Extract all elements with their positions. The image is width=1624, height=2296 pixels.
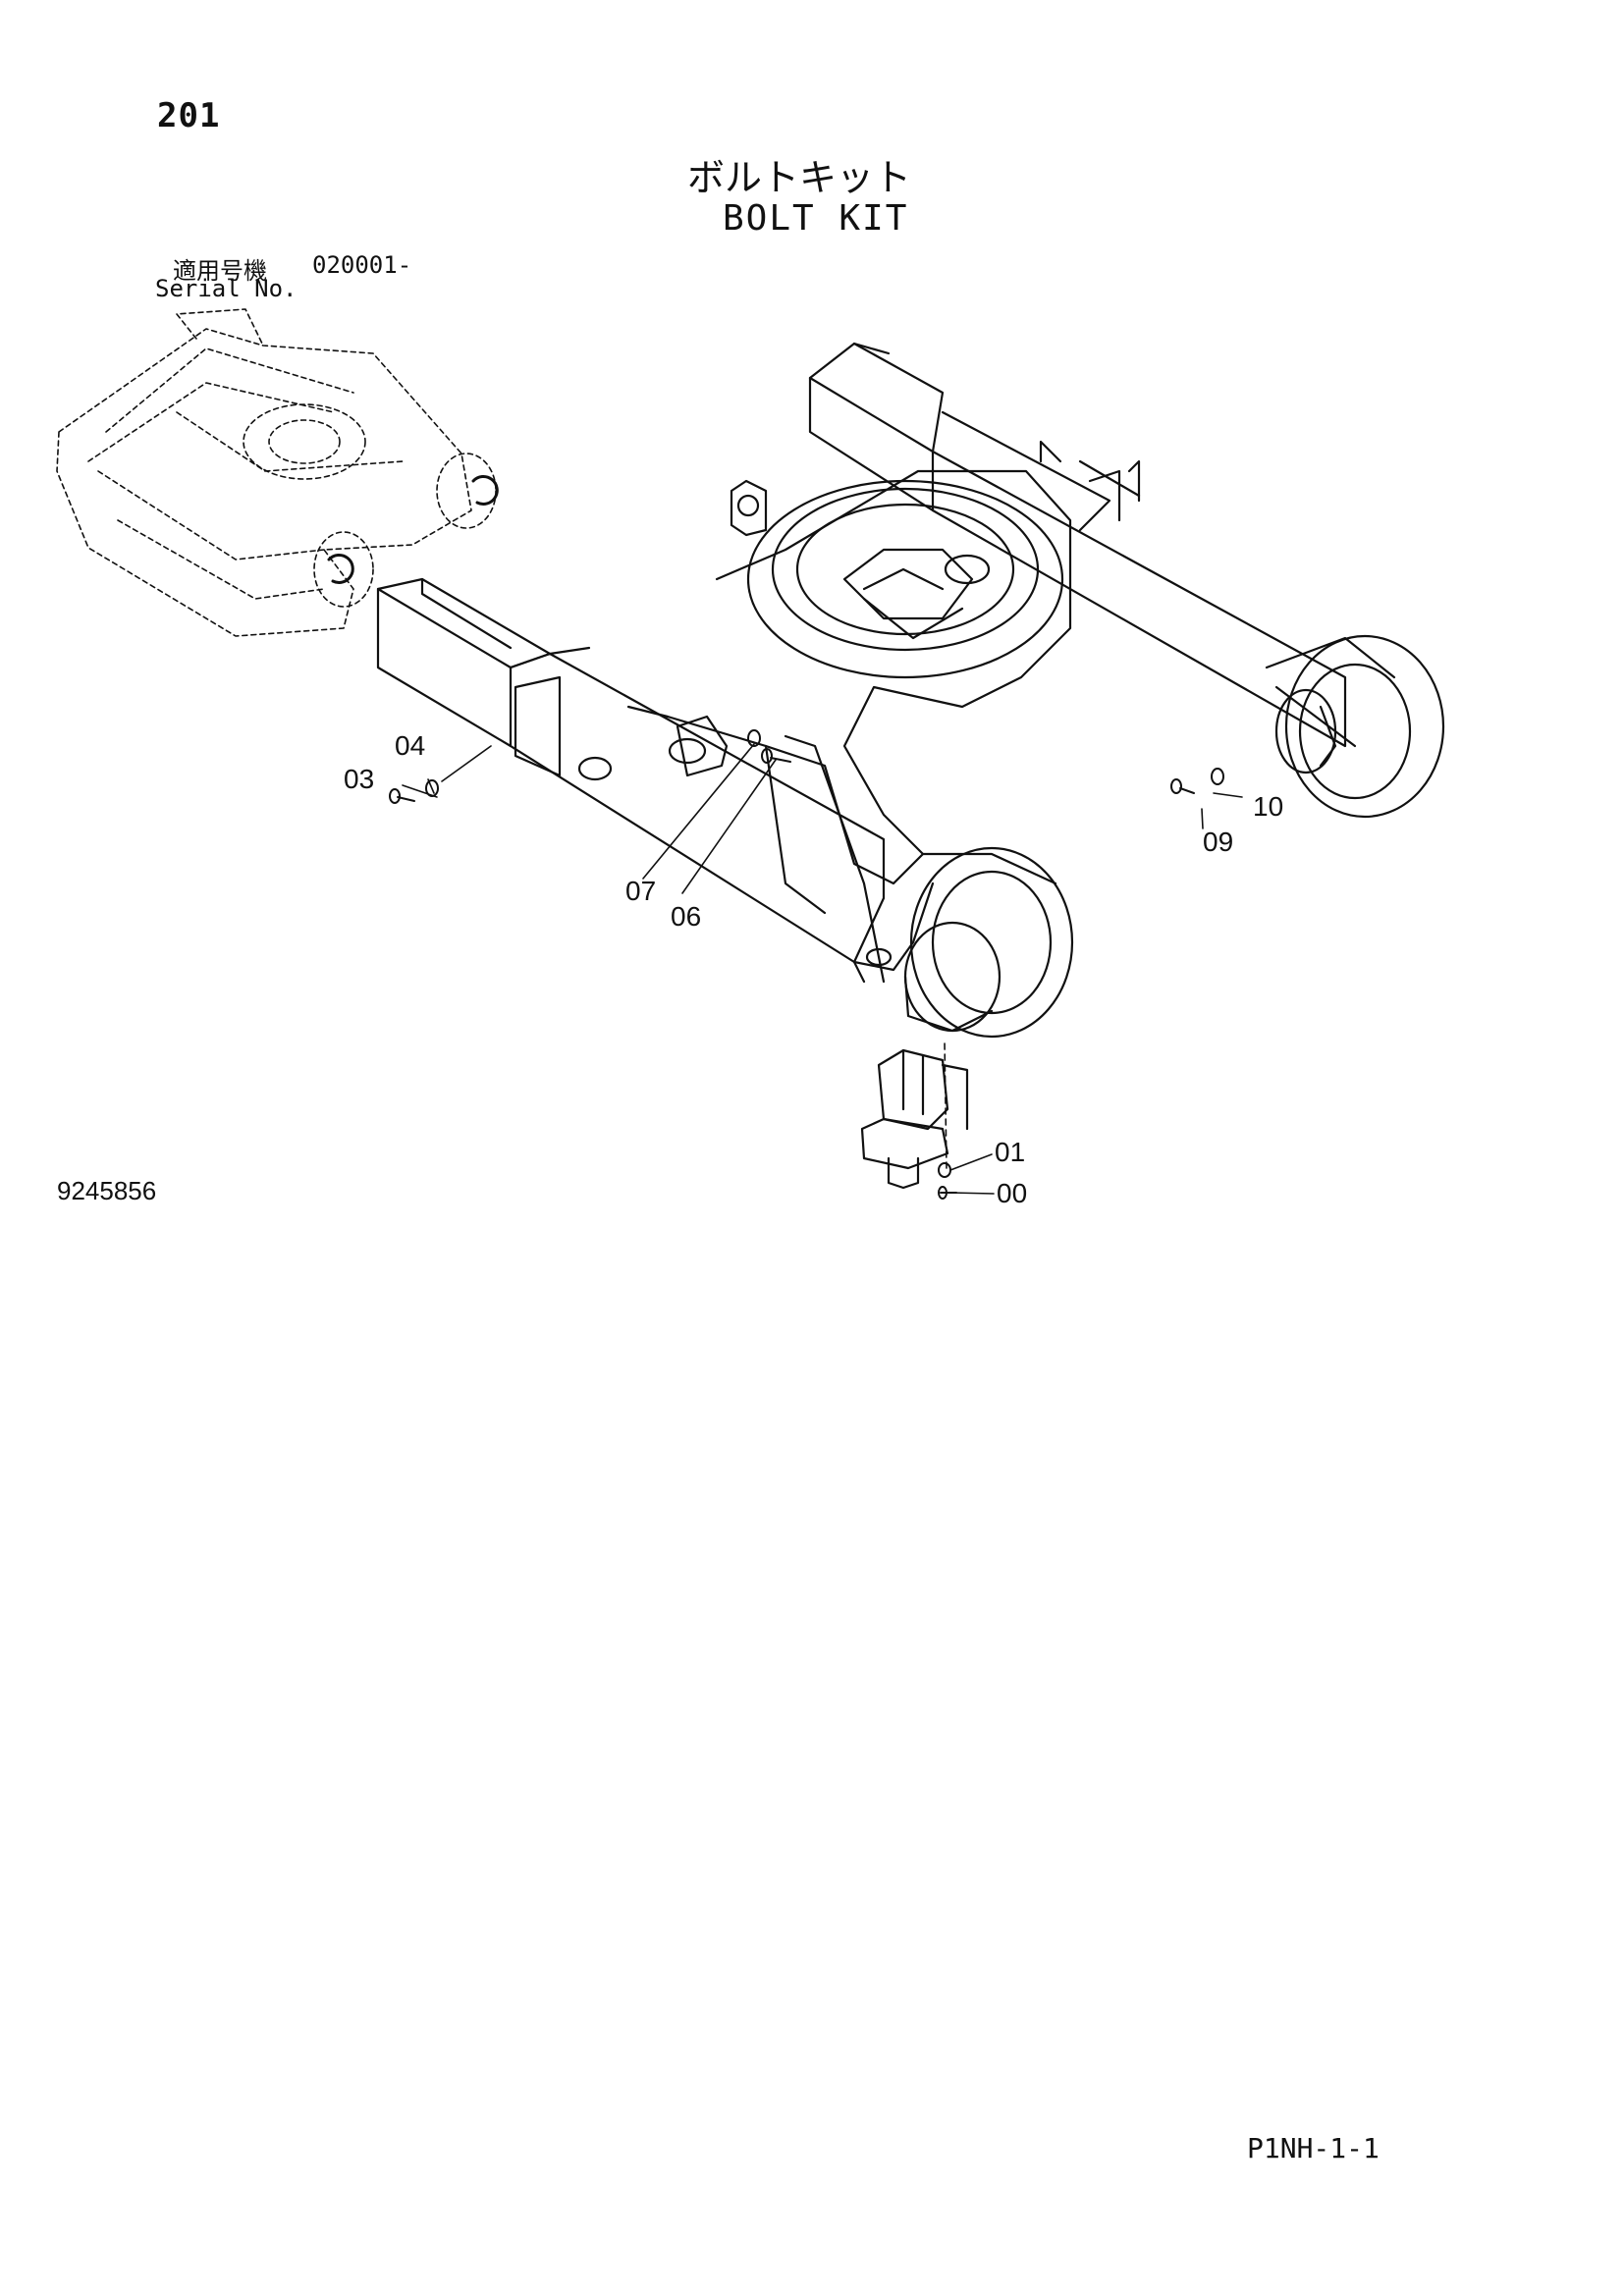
center-body xyxy=(626,469,1072,984)
locator-thumbnail xyxy=(56,308,497,637)
page-code: P1NH-1-1 xyxy=(1247,2132,1380,2164)
fastener-parts xyxy=(389,729,1224,1200)
callout-label: 06 xyxy=(671,901,702,932)
serial-label-english: Serial No. xyxy=(155,275,298,302)
callout-label: 07 xyxy=(625,876,657,906)
callout-label: 10 xyxy=(1253,791,1284,822)
left-sprocket-drive xyxy=(903,846,1074,1039)
title-japanese: ボルトキット xyxy=(687,156,912,199)
callout-label: 04 xyxy=(395,730,426,761)
title-english: BOLT KIT xyxy=(723,198,909,239)
page-number: 201 xyxy=(157,96,221,135)
travel-motor xyxy=(860,1048,969,1190)
callout-label: 00 xyxy=(997,1178,1028,1208)
callout-label: 09 xyxy=(1203,827,1234,857)
serial-label-japanese: 適用号機 xyxy=(173,257,267,285)
drawing-number: 9245856 xyxy=(57,1176,157,1205)
locator-sprocket-marks xyxy=(327,475,499,584)
serial-value: 020001- xyxy=(312,251,412,279)
right-sprocket-drive xyxy=(1265,634,1445,819)
left-track-frame xyxy=(376,577,935,984)
leader-lines xyxy=(402,743,1243,1195)
callout-label: 03 xyxy=(344,764,375,794)
callout-label: 01 xyxy=(995,1137,1026,1167)
right-track-frame xyxy=(808,342,1347,748)
